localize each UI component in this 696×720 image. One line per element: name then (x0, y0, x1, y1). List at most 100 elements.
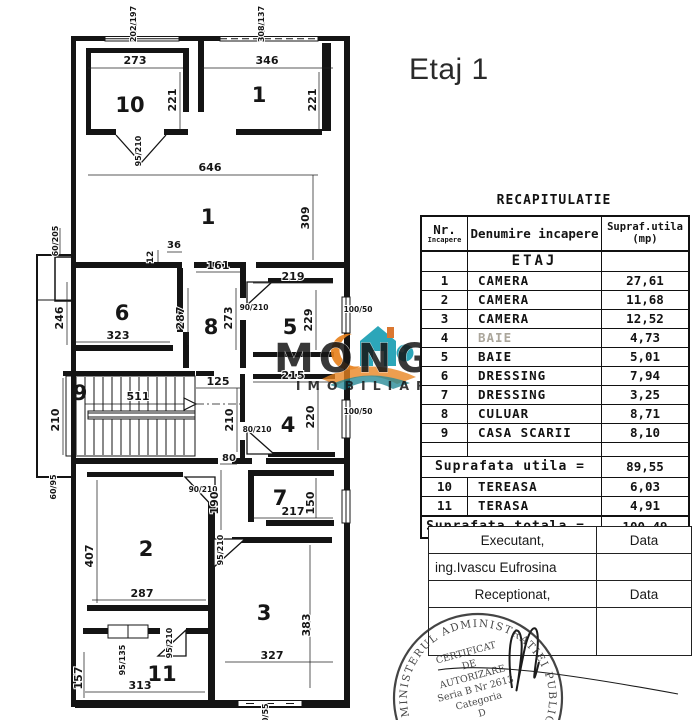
dimension-label: 95/210 (134, 135, 143, 166)
dimension-label: 229 (302, 309, 315, 332)
dimension-label: 246 (53, 306, 66, 329)
dimension-label: 220 (304, 405, 317, 428)
dimension-label: 308/137 (257, 6, 266, 42)
recap-cell-nr: 3 (422, 309, 468, 328)
recap-subtotal-value: 89,55 (602, 456, 688, 477)
dimension-label: 215 (282, 369, 305, 382)
dimension-label: 60/95 (49, 474, 58, 500)
dimension-label: 125 (207, 375, 230, 388)
recap-cell-sup: 3,25 (602, 385, 688, 404)
room-number-label: 9 (73, 381, 88, 405)
recap-row: Suprafata utila =89,55 (422, 456, 688, 477)
recap-cell-sup: 7,94 (602, 366, 688, 385)
dimension-label: 646 (199, 161, 222, 174)
recap-cell-den: DRESSING (468, 366, 602, 385)
recap-cell-den: CULUAR (468, 404, 602, 423)
dimension-label: 95/135 (118, 644, 127, 675)
signoff-row: ing.Ivascu Eufrosina (429, 553, 691, 580)
recap-header-nr: Nr. Incapere (422, 217, 468, 250)
recap-cell-den: TERASA (468, 496, 602, 515)
recap-cell-sup: 4,73 (602, 328, 688, 347)
recap-cell-nr: 11 (422, 496, 468, 515)
recap-cell-nr: 10 (422, 477, 468, 496)
room-number-label: 4 (281, 413, 296, 437)
recap-header-sup-bottom: (mp) (632, 232, 658, 245)
signoff-data-cell (596, 607, 691, 655)
recap-header-sup: Supraf.utila (mp) (602, 217, 688, 250)
recap-header-nr-top: Nr. (433, 221, 456, 237)
dimension-label: 511 (127, 390, 150, 403)
watermark-tagline: IMOBILIARE (296, 378, 440, 393)
dimension-label: 323 (107, 329, 130, 342)
recap-cell-nr: 6 (422, 366, 468, 385)
dimension-label: 327 (261, 649, 284, 662)
signature (437, 627, 679, 695)
room-number-label: 7 (273, 486, 288, 510)
recap-cell-den: BAIE (468, 347, 602, 366)
dimension-label: 95/210 (165, 627, 174, 658)
recap-cell-den: BAIE (468, 328, 602, 347)
wall-openings (182, 262, 266, 464)
dimension-label: 80/210 (243, 425, 272, 434)
dimension-label: 100/50 (344, 407, 373, 416)
dimension-label: 190 (208, 491, 221, 514)
room-number-label: 3 (257, 601, 272, 625)
signoff-row (429, 607, 691, 655)
dimension-label: 287 (174, 307, 187, 330)
dimension-label: 407 (83, 545, 96, 568)
recap-cell-nr: 2 (422, 290, 468, 309)
recap-cell-sup: 8,71 (602, 404, 688, 423)
dimension-label: 210 (49, 408, 62, 431)
recap-cell-den: CAMERA (468, 271, 602, 290)
recap-cell-den: DRESSING (468, 385, 602, 404)
stair-annex (36, 254, 74, 478)
staircase (65, 375, 240, 457)
recap-cell-sup (602, 442, 688, 456)
room-number-label: 11 (147, 662, 176, 686)
window-symbols (104, 36, 351, 707)
dimension-label: 217 (282, 505, 305, 518)
signoff-row: Receptionat,Data (429, 580, 691, 607)
recap-header-row: Nr. Incapere Denumire incapere Supraf.ut… (422, 217, 688, 250)
recap-heading: RECAPITULATIE (496, 193, 612, 208)
dimension-label: 80 (222, 453, 236, 464)
dimension-label: 313 (129, 679, 152, 692)
stamp-line: DE (461, 658, 478, 672)
recap-section-label: ETAJ (468, 250, 602, 271)
recap-cell-sup (602, 250, 688, 271)
dimension-label: 36 (167, 240, 181, 251)
recap-cell-nr: 7 (422, 385, 468, 404)
dimension-label: 202/197 (129, 6, 138, 42)
dimension-label: 100/50 (344, 305, 373, 314)
recap-cell-sup: 5,01 (602, 347, 688, 366)
signoff-data-cell (596, 553, 691, 580)
recap-cell-nr (422, 250, 468, 271)
dimension-label: 157 (72, 667, 85, 690)
recap-cell-nr: 1 (422, 271, 468, 290)
signoff-left-cell: ing.Ivascu Eufrosina (429, 553, 596, 580)
recap-cell-nr (422, 442, 468, 456)
dimension-label: 95/210 (216, 534, 225, 565)
room-number-label: 10 (115, 93, 144, 117)
dimension-lines (59, 14, 333, 698)
room-number-label: 6 (115, 301, 130, 325)
watermark: MONGA IMOBILIARE (274, 326, 440, 393)
signoff-data-cell: Data (596, 527, 691, 553)
recap-cell-sup: 27,61 (602, 271, 688, 290)
